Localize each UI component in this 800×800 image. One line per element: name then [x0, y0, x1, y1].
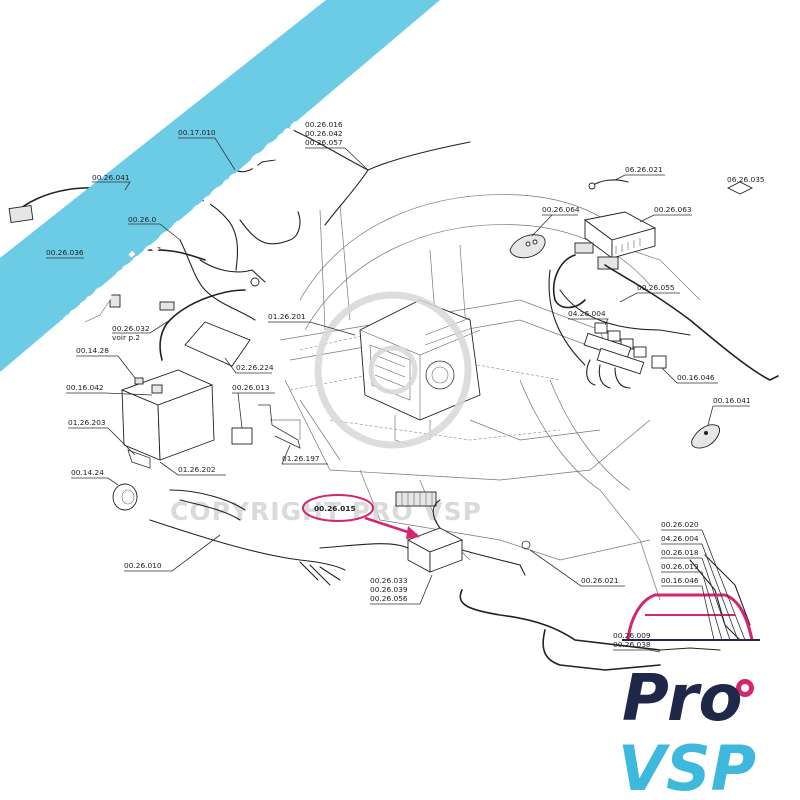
label-00-26-015: 00.26.015	[314, 504, 356, 513]
label-02-26-224: 02.26.224	[236, 363, 274, 372]
label-00-14-28: 00.14.28	[76, 346, 109, 355]
car-icon	[622, 593, 760, 697]
label-00-26-018: 00.26.018	[661, 548, 699, 557]
label-00-26-032: 00.26.032	[112, 324, 150, 333]
label-00-17-010: 00.17.010	[178, 128, 216, 137]
right-parts	[459, 179, 779, 671]
label-00-26-020: 00.26.020	[661, 520, 699, 529]
label-00-16-046-lower: 00.16.046	[661, 576, 699, 585]
label-01-26-201: 01.26.201	[268, 312, 306, 321]
label-01-26-197: 01.26.197	[282, 454, 320, 463]
label-06-26-021: 06.26.021	[625, 165, 663, 174]
relay-box	[231, 427, 253, 445]
label-00-26-038: 00.26.038	[613, 640, 651, 649]
part-labels: 00.17.010 00.26.016 00.26.042 00.26.057 …	[46, 120, 765, 653]
label-00-26-016: 00.26.016	[305, 120, 343, 129]
label-00-26-055: 00.26.055	[637, 283, 675, 292]
label-00-26-064: 00.26.064	[542, 205, 580, 214]
label-00-16-041: 00.16.041	[713, 396, 751, 405]
relay-block	[583, 322, 667, 375]
key-fob	[691, 424, 720, 449]
control-module	[406, 527, 464, 573]
label-00-14-24: 00.14.24	[71, 468, 104, 477]
battery	[120, 369, 215, 461]
logo-pro: Pro	[622, 662, 742, 736]
label-00-26-021-center: 00.26.021	[581, 576, 619, 585]
label-00-26-057: 00.26.057	[305, 138, 343, 147]
label-00-26-041: 00.26.041	[92, 173, 130, 182]
label-00-26-039: 00.26.039	[370, 585, 408, 594]
label-00-26-010: 00.26.010	[124, 561, 162, 570]
pro-vsp-logo: Pro VSP	[618, 593, 760, 800]
website-banner: pro-piece-vsp.com	[0, 0, 440, 372]
label-00-26-042: 00.26.042	[305, 129, 343, 138]
label-00-26-0: 00.26.0	[128, 215, 157, 224]
label-00-26-056: 00.26.056	[370, 594, 408, 603]
label-voir-p2: voir p.2	[112, 333, 140, 342]
highlight-callout	[302, 494, 420, 539]
label-01-26-203: 01.26.203	[68, 418, 106, 427]
label-00-16-046-upper: 00.16.046	[677, 373, 715, 382]
label-01-26-202: 01.26.202	[178, 465, 216, 474]
label-04-26-004-lower: 04.26.004	[661, 534, 699, 543]
remote-key-fob	[509, 234, 546, 259]
label-00-26-013: 00.26.013	[232, 383, 270, 392]
label-00-16-042: 00.16.042	[66, 383, 104, 392]
label-06-26-035: 06.26.035	[727, 175, 765, 184]
label-00-26-036: 00.26.036	[46, 248, 84, 257]
label-00-26-033: 00.26.033	[370, 576, 408, 585]
label-04-26-004-upper: 04.26.004	[568, 309, 606, 318]
logo-vsp: VSP	[618, 732, 756, 800]
label-00-26-063: 00.26.063	[654, 205, 692, 214]
label-00-26-009: 00.26.009	[613, 631, 651, 640]
label-00-26-019: 00.26.019	[661, 562, 699, 571]
vehicle-body-outline	[270, 194, 701, 601]
horn	[112, 483, 138, 511]
alarm-module	[574, 211, 657, 270]
